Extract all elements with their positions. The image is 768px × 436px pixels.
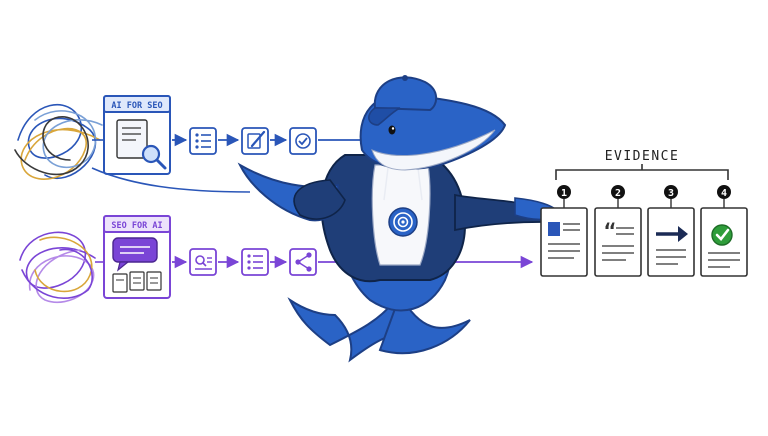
bottom-step-share-icon	[289, 248, 317, 276]
top-tangle-icon	[14, 104, 103, 180]
document-magnifier-icon	[116, 119, 167, 170]
top-flow: AI FOR SEO	[14, 95, 372, 193]
whale-mascot-icon	[237, 75, 562, 363]
evidence-number-3: 3	[668, 188, 674, 199]
seo-for-ai-card: SEO FOR AI	[103, 215, 171, 299]
check-green-icon	[708, 224, 740, 268]
top-step-edit-icon	[241, 127, 269, 155]
ai-for-seo-title: AI FOR SEO	[111, 101, 162, 111]
seo-for-ai-title: SEO FOR AI	[111, 221, 162, 231]
shirt-logo-icon	[388, 207, 418, 237]
arrow-right-icon	[656, 226, 688, 265]
quote-icon: “	[602, 219, 634, 261]
evidence-item-1: 1	[540, 185, 588, 277]
top-step-list-icon	[189, 127, 217, 155]
ai-for-seo-card: AI FOR SEO	[103, 95, 171, 175]
evidence-bracket	[555, 169, 729, 180]
bottom-tangle-icon	[19, 231, 96, 303]
bottom-flow: SEO FOR AI	[19, 215, 534, 303]
evidence-section: EVIDENCE 1 2 “	[540, 149, 748, 277]
chat-documents-icon	[112, 237, 162, 293]
svg-text:“: “	[604, 219, 616, 243]
evidence-title: EVIDENCE	[605, 149, 680, 164]
top-step-check-circle-icon	[289, 127, 317, 155]
evidence-number-4: 4	[721, 188, 727, 199]
evidence-item-4: 4	[700, 185, 748, 277]
evidence-number-1: 1	[561, 188, 567, 199]
evidence-item-2: 2 “	[594, 185, 642, 277]
document-image-icon	[548, 222, 580, 259]
evidence-item-3: 3	[647, 185, 695, 277]
evidence-number-2: 2	[615, 188, 621, 199]
bottom-step-search-list-icon	[189, 248, 217, 276]
bottom-step-list-icon	[241, 248, 269, 276]
